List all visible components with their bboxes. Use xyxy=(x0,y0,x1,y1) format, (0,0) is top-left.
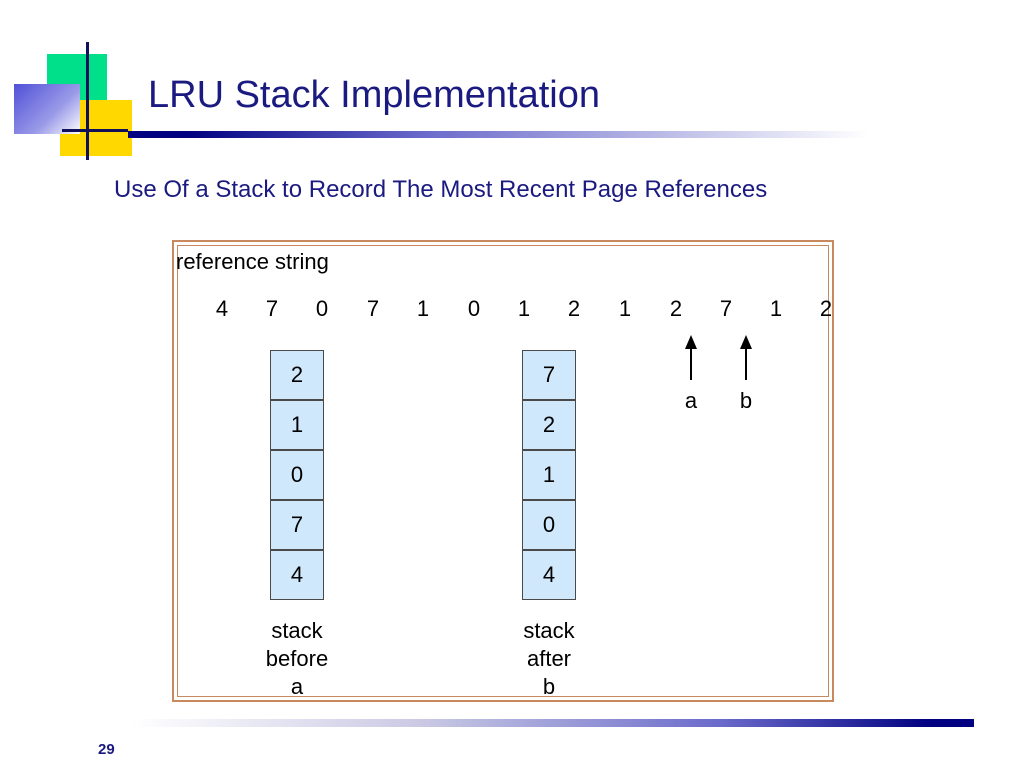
arrow-a-shaft xyxy=(690,348,692,380)
stack-before-cell: 1 xyxy=(270,400,324,450)
stack-before-caption-line: stack xyxy=(271,618,323,643)
arrow-b-shaft xyxy=(745,348,747,380)
reference-number: 7 xyxy=(265,296,279,321)
stack-before-cell: 4 xyxy=(270,550,324,600)
reference-number: 2 xyxy=(567,296,581,321)
arrow-b-up-icon xyxy=(740,335,752,349)
stack-after-cell: 2 xyxy=(522,400,576,450)
reference-number: 4 xyxy=(215,296,229,321)
slide-title: LRU Stack Implementation xyxy=(148,74,600,116)
logo-vertical-line xyxy=(86,42,89,160)
stack-after-cell: 1 xyxy=(522,450,576,500)
reference-number: 1 xyxy=(416,296,430,321)
reference-number: 0 xyxy=(315,296,329,321)
stack-after-cell: 0 xyxy=(522,500,576,550)
title-underline xyxy=(128,131,868,138)
footer-rule xyxy=(132,719,974,727)
stack-before-cell: 0 xyxy=(270,450,324,500)
stack-after-cell: 7 xyxy=(522,350,576,400)
reference-number: 1 xyxy=(517,296,531,321)
reference-string-label: reference string xyxy=(176,249,329,274)
logo-blue-square xyxy=(14,84,80,134)
reference-number: 0 xyxy=(467,296,481,321)
stack-before-cell: 2 xyxy=(270,350,324,400)
logo-horizontal-line xyxy=(62,129,128,132)
stack-before-cell: 7 xyxy=(270,500,324,550)
reference-number: 1 xyxy=(618,296,632,321)
page-number: 29 xyxy=(98,741,115,758)
stack-after-caption-line: b xyxy=(542,674,556,699)
reference-number: 2 xyxy=(669,296,683,321)
arrow-b-label: b xyxy=(739,388,753,413)
reference-number: 2 xyxy=(819,296,833,321)
slide-subtitle: Use Of a Stack to Record The Most Recent… xyxy=(114,176,768,203)
reference-number: 7 xyxy=(719,296,733,321)
stack-before-caption-line: before xyxy=(265,646,329,671)
stack-after-caption-line: after xyxy=(526,646,572,671)
diagram-frame xyxy=(172,240,834,702)
arrow-a-up-icon xyxy=(685,335,697,349)
stack-after-cell: 4 xyxy=(522,550,576,600)
stack-before-caption-line: a xyxy=(290,674,304,699)
reference-number: 1 xyxy=(769,296,783,321)
stack-after-caption-line: stack xyxy=(523,618,575,643)
arrow-a-label: a xyxy=(684,388,698,413)
reference-number: 7 xyxy=(366,296,380,321)
